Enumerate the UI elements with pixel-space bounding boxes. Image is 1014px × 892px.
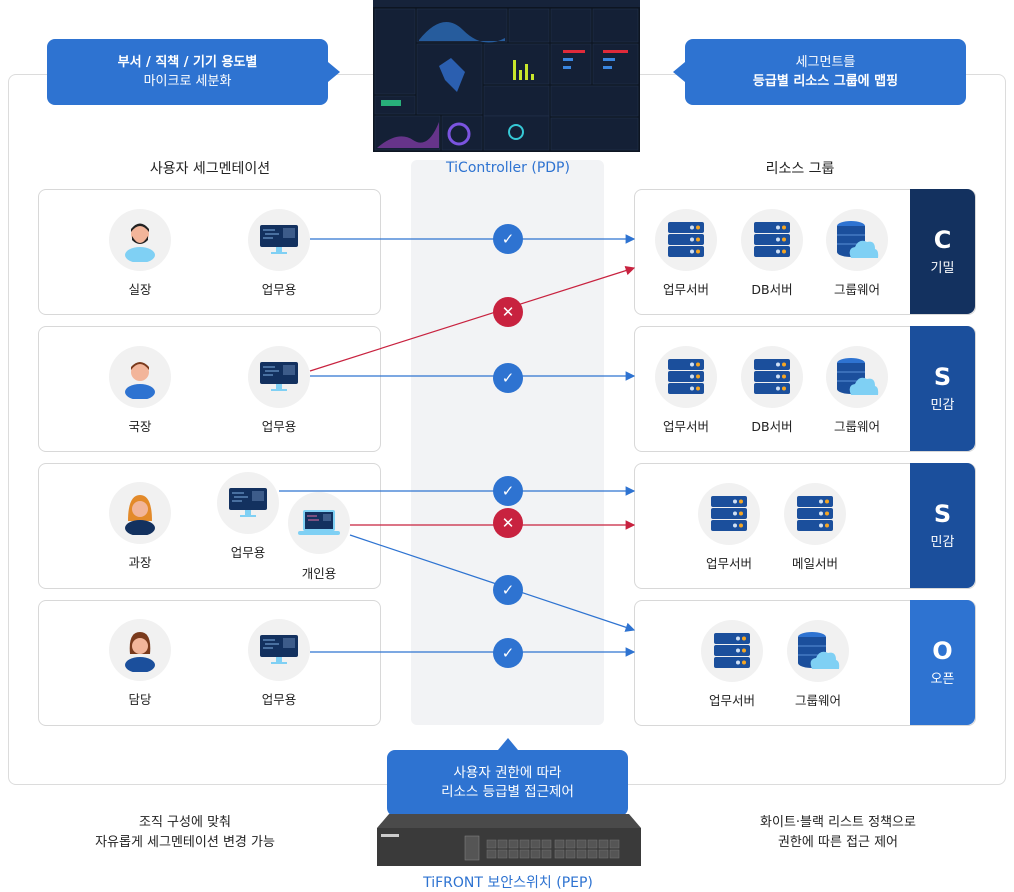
resource-label: 그룹웨어 <box>833 419 880 434</box>
callout-line: 부서 / 직책 / 기기 용도별 <box>117 55 258 70</box>
database-cloud-icon <box>826 346 888 408</box>
server-icon <box>701 620 763 682</box>
user-woman-icon <box>109 482 171 544</box>
desktop-monitor-icon <box>248 209 310 271</box>
grade-name: 오픈 <box>930 672 955 687</box>
ticontroller-label: TiController (PDP) <box>446 160 570 176</box>
section-title-resources: 리소스 그룹 <box>765 161 835 177</box>
footer-line: 조직 구성에 맞춰 <box>139 815 231 830</box>
callout-pointer <box>328 62 340 82</box>
callout-access-control: 사용자 권한에 따라 리소스 등급별 접근제어 <box>387 750 628 816</box>
desktop-monitor-icon <box>248 346 310 408</box>
allow-line <box>349 534 636 632</box>
resource-label: 메일서버 <box>791 556 838 571</box>
user-segment-box <box>38 600 381 726</box>
footer-line: 권한에 따른 접근 제어 <box>777 835 899 850</box>
footer-line: 화이트·블랙 리스트 정책으로 <box>760 815 916 830</box>
user-segment-box <box>38 189 381 315</box>
resource-label: DB서버 <box>751 419 793 434</box>
resource-label: 그룹웨어 <box>794 693 841 708</box>
resource-label: 업무서버 <box>662 282 709 297</box>
callout-pointer <box>673 62 685 82</box>
footer-line: 자유롭게 세그멘테이션 변경 가능 <box>95 835 275 850</box>
desktop-monitor-icon <box>217 472 279 534</box>
callout-mapping: 세그먼트를 등급별 리소스 그룹에 맵핑 <box>685 39 966 105</box>
grade-badge-open: O 오픈 <box>910 600 975 725</box>
resource-label: 업무서버 <box>662 419 709 434</box>
user-man-icon <box>109 346 171 408</box>
grade-letter: O <box>932 637 953 665</box>
callout-line: 세그먼트를 <box>795 55 856 70</box>
grade-badge-sensitive: S 민감 <box>910 326 975 451</box>
device-label: 업무용 <box>261 419 297 434</box>
laptop-icon <box>288 492 350 554</box>
grade-name: 민감 <box>930 398 955 413</box>
grade-badge-confidential: C 기밀 <box>910 189 975 314</box>
controller-band <box>411 160 604 725</box>
allow-check-icon: ✓ <box>493 363 523 393</box>
deny-line <box>309 265 636 372</box>
allow-check-icon: ✓ <box>493 476 523 506</box>
callout-line: 리소스 등급별 접근제어 <box>441 784 574 800</box>
user-role-label: 국장 <box>128 419 152 434</box>
device-label: 업무용 <box>261 282 297 297</box>
tifront-switch-image <box>377 814 641 866</box>
callout-line: 마이크로 세분화 <box>143 74 232 89</box>
deny-x-icon: ✕ <box>493 297 523 327</box>
user-role-label: 담당 <box>128 692 152 707</box>
server-icon <box>784 483 846 545</box>
deny-x-icon: ✕ <box>493 508 523 538</box>
server-icon <box>741 346 803 408</box>
server-icon <box>655 346 717 408</box>
tifront-switch-label: TiFRONT 보안스위치 (PEP) <box>423 875 593 891</box>
server-icon <box>655 209 717 271</box>
device-label: 업무용 <box>261 692 297 707</box>
resource-label: DB서버 <box>751 282 793 297</box>
user-man-beard-icon <box>109 209 171 271</box>
ticontroller-dashboard-image <box>373 0 640 152</box>
grade-letter: C <box>933 226 952 254</box>
resource-label: 업무서버 <box>708 693 755 708</box>
callout-line: 사용자 권한에 따라 <box>453 765 562 781</box>
desktop-monitor-icon <box>248 619 310 681</box>
user-segment-box <box>38 326 381 452</box>
server-icon <box>741 209 803 271</box>
database-cloud-icon <box>826 209 888 271</box>
grade-letter: S <box>933 500 952 528</box>
user-role-label: 과장 <box>128 555 152 570</box>
grade-name: 기밀 <box>930 261 955 276</box>
resource-label: 그룹웨어 <box>833 282 880 297</box>
callout-micro-segmentation: 부서 / 직책 / 기기 용도별 마이크로 세분화 <box>47 39 328 105</box>
section-title-users: 사용자 세그멘테이션 <box>149 161 271 177</box>
grade-letter: S <box>933 363 952 391</box>
grade-badge-sensitive: S 민감 <box>910 463 975 588</box>
device-label: 개인용 <box>301 566 337 581</box>
grade-name: 민감 <box>930 535 955 550</box>
device-label: 업무용 <box>230 545 266 560</box>
allow-check-icon: ✓ <box>493 638 523 668</box>
user-role-label: 실장 <box>128 282 152 297</box>
user-woman-icon <box>109 619 171 681</box>
resource-label: 업무서버 <box>705 556 752 571</box>
allow-check-icon: ✓ <box>493 575 523 605</box>
callout-line: 등급별 리소스 그룹에 맵핑 <box>752 74 899 89</box>
allow-check-icon: ✓ <box>493 224 523 254</box>
callout-pointer <box>498 738 518 750</box>
database-cloud-icon <box>787 620 849 682</box>
server-icon <box>698 483 760 545</box>
